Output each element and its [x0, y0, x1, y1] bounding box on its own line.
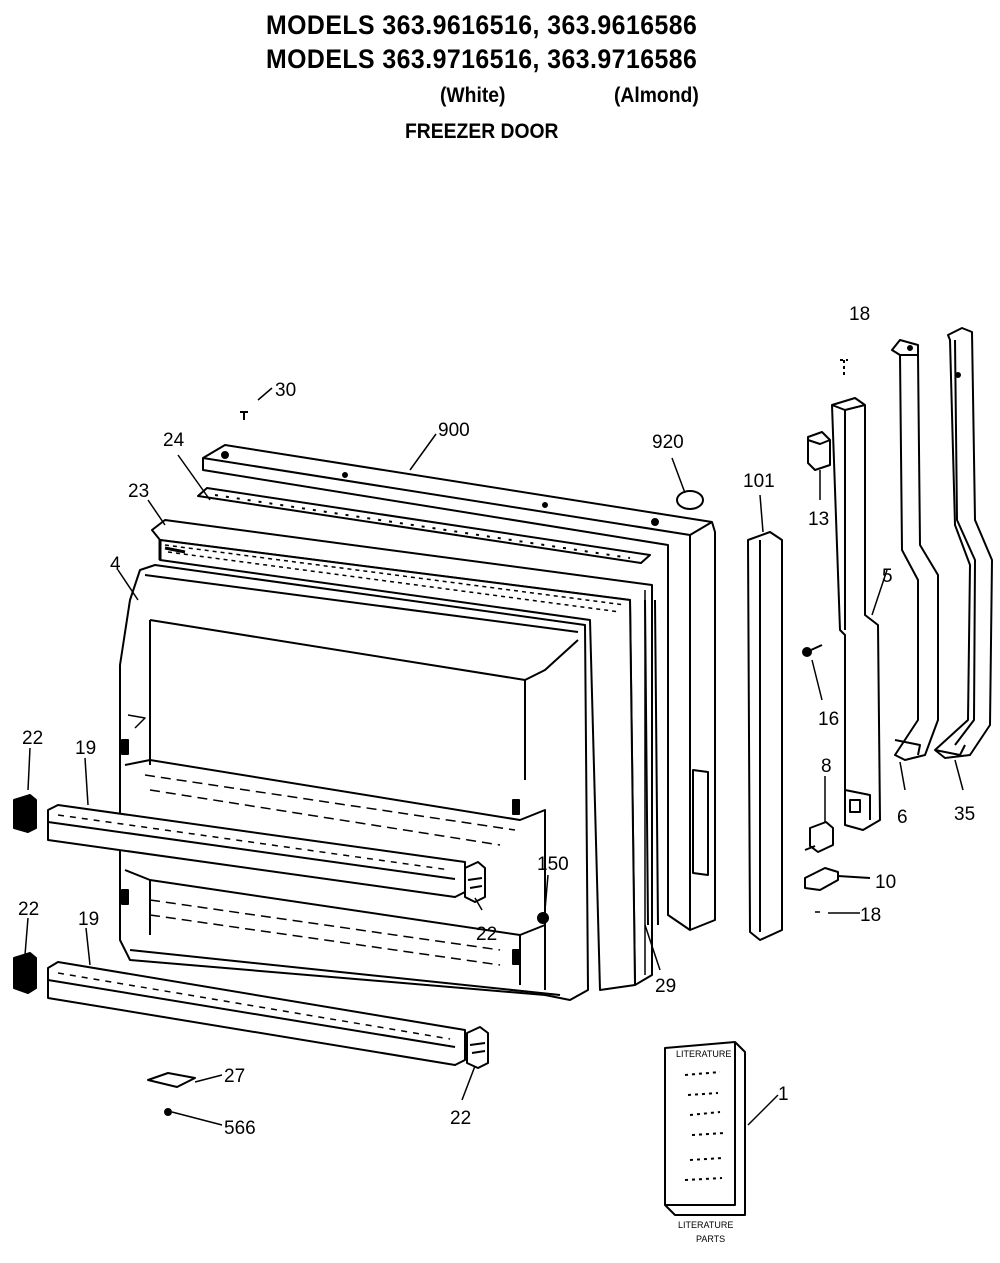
callout-6: 6	[897, 807, 908, 828]
door-stop-block	[804, 821, 834, 853]
shelf-end-cap-upper-right	[464, 861, 486, 903]
callout-19-upper: 19	[75, 738, 96, 759]
literature-label-line2: PARTS	[696, 1234, 725, 1244]
callout-18-upper: 18	[849, 304, 870, 325]
model-line-2: MODELS 363.9716516, 363.9716586	[266, 44, 698, 74]
screw-18-upper	[840, 359, 848, 376]
shelf-end-cap-lower-left	[13, 952, 37, 994]
screw-30	[240, 411, 248, 420]
callout-22-lower-right: 22	[450, 1108, 471, 1129]
callout-16: 16	[818, 709, 839, 730]
color-white-label: (White)	[440, 84, 506, 107]
literature-booklet	[664, 1041, 746, 1216]
callout-19-lower: 19	[78, 909, 99, 930]
callout-4: 4	[110, 554, 121, 575]
callout-27: 27	[224, 1066, 245, 1087]
color-almond-label: (Almond)	[614, 84, 699, 107]
callout-22-upper-left: 22	[22, 728, 43, 749]
callout-1: 1	[778, 1084, 789, 1105]
callout-8: 8	[821, 756, 832, 777]
literature-label-line1: LITERATURE	[678, 1220, 733, 1230]
callout-900: 900	[438, 420, 470, 441]
callout-566: 566	[224, 1118, 256, 1139]
shelf-end-cap-upper-left	[13, 794, 37, 833]
shelf-end-cap-lower-right	[466, 1026, 489, 1069]
callout-30: 30	[275, 380, 296, 401]
door-side-strip	[747, 531, 783, 941]
callout-24: 24	[163, 430, 185, 451]
clip-27	[147, 1072, 196, 1088]
screw-18-lower	[815, 911, 860, 914]
callout-10: 10	[875, 872, 896, 893]
outer-door-panel	[202, 444, 716, 931]
leader-lines	[24, 387, 964, 1126]
literature-cover-text: LITERATURE	[676, 1049, 731, 1059]
inner-door-liner	[119, 564, 589, 1001]
diagram-title: FREEZER DOOR	[405, 120, 559, 143]
shelf-bar-lower	[47, 961, 466, 1066]
plug-920	[676, 490, 704, 510]
door-handle	[934, 327, 993, 759]
callout-23: 23	[128, 481, 149, 502]
callout-22-lower-left: 22	[18, 899, 39, 920]
hinge-bracket	[831, 397, 881, 831]
callout-150: 150	[537, 854, 569, 875]
hinge-cover	[807, 431, 831, 471]
callout-5: 5	[882, 566, 893, 587]
callout-22-upper-right: 22	[476, 924, 497, 945]
model-line-1: MODELS 363.9616516, 363.9616586	[266, 10, 698, 40]
callout-13: 13	[808, 509, 829, 530]
callout-35: 35	[954, 804, 975, 825]
callout-labels: 30 900 920 24 23 4 101 18 13 5 16 6 35 8…	[18, 304, 975, 1244]
screw-16	[802, 644, 823, 657]
screw-150	[537, 912, 549, 924]
handle-trim-6	[891, 339, 939, 761]
door-stop-bracket	[804, 867, 871, 891]
screw-566	[164, 1108, 172, 1116]
callout-18-lower: 18	[860, 905, 881, 926]
callout-29: 29	[655, 976, 676, 997]
callout-101: 101	[743, 471, 775, 492]
door-strip-29	[644, 599, 659, 926]
callout-920: 920	[652, 432, 684, 453]
door-gasket	[151, 519, 653, 991]
